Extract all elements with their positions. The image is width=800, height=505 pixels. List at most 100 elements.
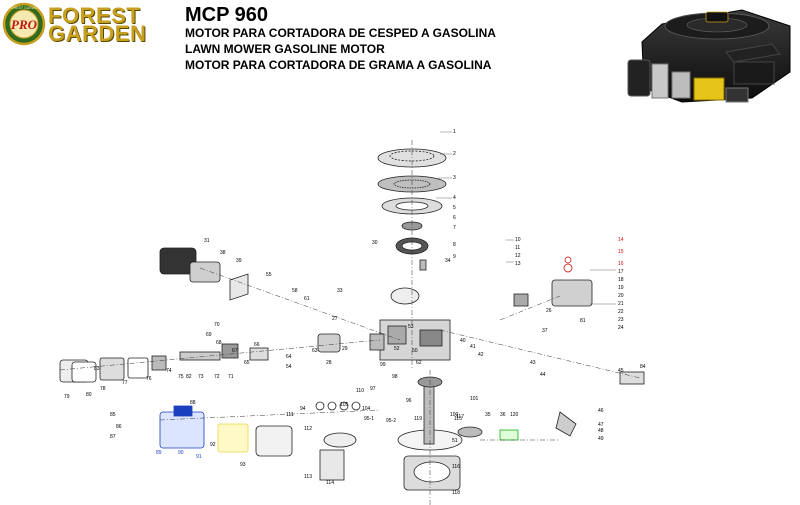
callout-label: 65	[244, 360, 250, 366]
callout-label: 78	[100, 386, 106, 392]
callout-label: 52	[394, 346, 400, 352]
callout-label: 99	[380, 362, 386, 368]
callout-label: 44	[540, 372, 546, 378]
callout-label: 39	[236, 258, 242, 264]
callout-label: 43	[530, 360, 536, 366]
callout-label: 4	[453, 195, 456, 201]
callout-label: 38	[220, 250, 226, 256]
callout-label: 98	[392, 374, 398, 380]
callout-label: 20	[618, 293, 624, 299]
exploded-parts-diagram: 1 2 3 4 5 6 7 8 9 10 11 12 13 14 15 16 1…	[59, 129, 646, 505]
callout-label: 113	[304, 474, 312, 480]
callout-label: 114	[326, 480, 334, 486]
callout-label: 88	[190, 400, 196, 406]
callout-label: 112	[304, 426, 312, 432]
callout-label: 18	[618, 277, 624, 283]
callout-label: 24	[618, 325, 624, 331]
callout-label: 110	[356, 388, 364, 394]
callout-label: 19	[618, 285, 624, 291]
subtitle-portuguese: MOTOR PARA CORTADORA DE GRAMA A GASOLINA	[185, 58, 492, 72]
callout-label: 23	[618, 317, 624, 323]
callout-label: 31	[204, 238, 210, 244]
callout-label: 97	[370, 386, 376, 392]
callout-label: 34	[445, 258, 451, 264]
logo-ring-text: FOREST GARDEN	[9, 6, 40, 10]
callout-label: 85	[110, 412, 116, 418]
subtitle-spanish: MOTOR PARA CORTADORA DE CESPED A GASOLIN…	[185, 26, 496, 40]
callout-label: 3	[453, 175, 456, 181]
callout-label: 45	[618, 368, 624, 374]
callout-label: 74	[166, 368, 172, 374]
callout-label: 6	[453, 215, 456, 221]
callout-label: 96	[406, 398, 412, 404]
callout-label-blue: 90	[178, 450, 184, 456]
callout-label: 120	[510, 412, 519, 418]
callout-label: 72	[214, 374, 220, 380]
callout-label: 30	[372, 240, 378, 246]
callout-label: 7	[453, 225, 456, 231]
callout-label: 64	[286, 354, 292, 360]
callout-label: 49	[598, 436, 604, 442]
callout-label: 67	[232, 348, 238, 354]
callout-label: 42	[478, 352, 484, 358]
callout-label: 50	[412, 348, 418, 354]
callout-label: 87	[110, 434, 116, 440]
forest-garden-logo: PRO FOREST GARDEN FOREST GARDEN	[2, 2, 172, 46]
callout-label: 77	[122, 380, 128, 386]
callout-label: 119	[414, 416, 422, 422]
callout-label: 12	[515, 253, 521, 259]
callout-label-red: 16	[618, 261, 624, 267]
callout-label: 76	[146, 376, 152, 382]
model-title: MCP 960	[185, 4, 269, 26]
callout-label: 75	[178, 374, 184, 380]
callout-label: 41	[470, 344, 476, 350]
callout-label: 95-1	[364, 416, 374, 422]
callout-label: 61	[304, 296, 310, 302]
logo-badge-text: PRO	[11, 17, 38, 32]
callout-label: 62	[416, 360, 422, 366]
callout-label: 27	[332, 316, 338, 322]
callout-label: 26	[546, 308, 552, 314]
callout-label: 5	[453, 205, 456, 211]
callout-label: 36	[500, 412, 506, 418]
callout-label-red: 15	[618, 249, 624, 255]
callout-label: 37	[542, 328, 548, 334]
callout-label: 55	[266, 272, 272, 278]
callout-label: 54	[286, 364, 292, 370]
callout-label: 2	[453, 151, 456, 157]
callout-label: 116	[452, 464, 460, 470]
callout-label-blue: 91	[196, 454, 202, 460]
callout-label: 11	[515, 245, 520, 251]
callout-label: 104	[362, 406, 371, 412]
callout-ticks	[436, 131, 616, 305]
callout-label: 68	[216, 340, 222, 346]
callout-label: 73	[198, 374, 204, 380]
callout-label: 81	[580, 318, 586, 324]
callout-label: 9	[453, 254, 456, 260]
callout-label-red: 14	[618, 237, 624, 243]
engine-photo	[627, 9, 791, 103]
callout-label: 94	[300, 406, 306, 412]
callout-label: 28	[326, 360, 332, 366]
callout-label: 51	[452, 438, 458, 444]
callout-label: 84	[640, 364, 646, 370]
brand-name-line2: GARDEN	[48, 21, 147, 46]
callout-label: 93	[240, 462, 246, 468]
callout-label: 79	[64, 394, 70, 400]
callout-label: 13	[515, 261, 521, 267]
callout-label: 47	[598, 422, 604, 428]
callout-label: 33	[337, 288, 343, 294]
pro-badge-icon: PRO FOREST GARDEN	[2, 2, 46, 46]
callout-label: 63	[312, 348, 318, 354]
callout-label: 40	[460, 338, 466, 344]
callout-label: 82	[186, 374, 192, 380]
callout-label: 80	[86, 392, 92, 398]
callout-label: 70	[214, 322, 220, 328]
callout-label: 83	[94, 366, 100, 372]
callout-label: 22	[618, 309, 624, 315]
callout-label: 101	[470, 396, 479, 402]
callout-label: 100	[450, 412, 459, 418]
callout-label: 21	[618, 301, 624, 307]
callout-label: 58	[292, 288, 298, 294]
callout-label-blue: 89	[156, 450, 162, 456]
